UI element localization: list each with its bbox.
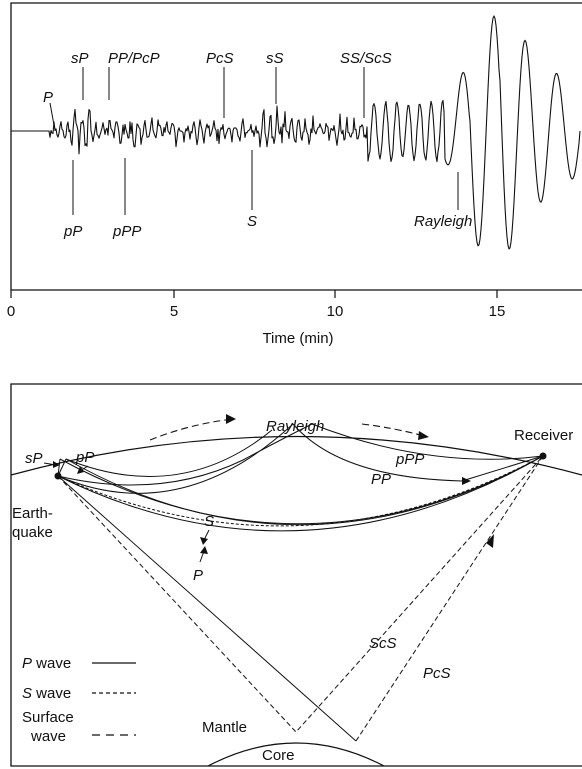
- ray-PcS-down: [57, 475, 357, 742]
- phase-label-SS-ScS: SS/ScS: [340, 50, 392, 67]
- core-boundary: [207, 742, 385, 767]
- label-mantle: Mantle: [202, 719, 247, 736]
- ray-pPP-leg4: [57, 423, 313, 486]
- legend-s-wave-label: S wave: [22, 685, 71, 702]
- label-ScS: ScS: [369, 635, 397, 652]
- phase-label-S: S: [247, 213, 257, 230]
- ray-S: [57, 455, 544, 527]
- ray-pPP-leg3: [311, 423, 544, 460]
- label-earthquake-2: quake: [12, 524, 53, 541]
- ray-PP-leg3: [461, 455, 544, 482]
- phase-label-pPP: pPP: [112, 223, 141, 240]
- label-pPP: pPP: [395, 451, 424, 468]
- pointer-sP-head: [53, 461, 60, 468]
- ray-ScS: [57, 455, 544, 733]
- ray-diagram-panel: Rayleigh Receiver sP pP pPP PP S P Earth…: [10, 383, 582, 767]
- label-PcS: PcS: [423, 665, 451, 682]
- ray-diagram-frame: [10, 383, 582, 767]
- ray-sP-up: [57, 458, 61, 477]
- label-rayleigh: Rayleigh: [266, 418, 324, 435]
- pointer-P-head: [200, 546, 208, 554]
- rayleigh-arrowhead-right: [418, 431, 429, 440]
- rayleigh-arrowhead-left: [226, 414, 236, 424]
- label-receiver: Receiver: [514, 427, 573, 444]
- ray-pP-down: [65, 455, 544, 526]
- seismogram-frame: [10, 2, 582, 291]
- ray-ScS-arrowhead: [486, 534, 494, 548]
- ray-PP-leg2: [292, 423, 463, 482]
- phase-label-P: P: [43, 89, 53, 106]
- label-pP: pP: [75, 449, 94, 466]
- ray-pP-up: [57, 458, 67, 477]
- ray-PP-arrowhead: [462, 477, 471, 485]
- phase-label-Rayleigh: Rayleigh: [414, 213, 472, 230]
- label-core: Core: [262, 747, 295, 764]
- x-tick-label-15: 15: [489, 303, 506, 320]
- legend-p-wave-label: P wave: [22, 655, 71, 672]
- phase-label-PP-PcP: PP/PcP: [108, 50, 160, 67]
- legend-surface-wave-label-2: wave: [30, 728, 66, 745]
- legend: P wave S wave Surface wave: [22, 655, 136, 745]
- seismogram-panel: 0 5 10 15 Time (min) P sP PP/PcP PcS sS …: [7, 2, 582, 347]
- x-tick-label-0: 0: [7, 303, 15, 320]
- pointer-S-head: [200, 537, 208, 545]
- phase-label-pP: pP: [63, 223, 82, 240]
- earth-surface: [10, 435, 582, 476]
- marker-P: [49, 102, 55, 126]
- label-PP: PP: [371, 471, 391, 488]
- ray-sP-down: [59, 455, 544, 525]
- x-tick-label-5: 5: [170, 303, 178, 320]
- x-tick-label-10: 10: [327, 303, 344, 320]
- seismogram-trace: [11, 15, 581, 250]
- ray-P: [57, 455, 544, 532]
- phase-label-sS: sS: [266, 50, 284, 67]
- ray-pPP-leg1: [65, 429, 273, 477]
- ray-PP-leg1: [57, 423, 294, 494]
- rayleigh-arrow-right: [361, 423, 425, 437]
- label-earthquake-1: Earth-: [12, 505, 53, 522]
- x-axis-label: Time (min): [262, 330, 333, 347]
- rayleigh-arrow-left: [149, 418, 234, 441]
- ray-PcS-up: [355, 455, 544, 742]
- label-P: P: [193, 567, 203, 584]
- pointer-pP-head: [77, 466, 84, 474]
- legend-surface-wave-label-1: Surface: [22, 709, 74, 726]
- label-S: S: [204, 513, 214, 530]
- phase-label-PcS: PcS: [206, 50, 234, 67]
- phase-label-sP: sP: [71, 50, 89, 67]
- label-sP: sP: [25, 450, 43, 467]
